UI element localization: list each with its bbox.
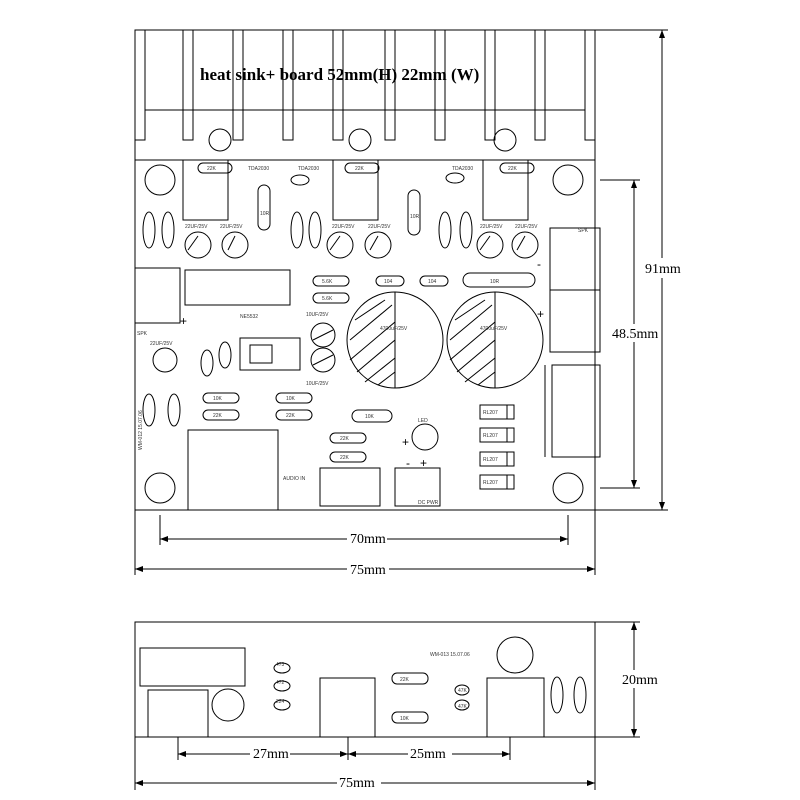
svg-text:-: -: [406, 456, 410, 470]
dim-75-bg: [347, 561, 389, 577]
component-labels: TDA2030 TDA2030 TDA2030 22K 22K 22K 22UF…: [137, 166, 589, 506]
dim-side-75-bg: [337, 774, 381, 790]
dim-48-bg: [611, 324, 659, 342]
res-10r-label-2: 10R: [410, 214, 420, 220]
res-22k-label-6: 22K: [340, 436, 350, 442]
dim-side-height: 20mm: [622, 673, 658, 688]
dimension-arrows-side: [135, 622, 637, 786]
dim-side-seg1: 27mm: [253, 747, 289, 762]
side-res-label-2: 10K: [400, 716, 410, 722]
capacitor-hatching: [187, 235, 526, 386]
spk-label: SPK: [137, 331, 148, 337]
res-10k-label-3: 10K: [365, 414, 375, 420]
side-res-label-4: 47K: [458, 704, 468, 710]
dim-70-bg: [347, 530, 387, 546]
res-10k-label-2: 10K: [286, 396, 296, 402]
res-22k-label-5: 22K: [286, 413, 296, 419]
heat-sink: [134, 29, 596, 161]
diagram-title: heat sink+ board 52mm(H) 22mm (W): [200, 65, 479, 84]
cap-label-1: 22UF/25V: [185, 224, 208, 230]
side-res-label-3: 47K: [458, 688, 468, 694]
res-label-2: 22K: [355, 166, 365, 172]
pcb-top: [134, 159, 601, 511]
big-cap-label-1: 4700uF/25V: [380, 326, 408, 332]
res-10k-label-1: 10K: [213, 396, 223, 402]
pcb-side: [134, 621, 596, 738]
svg-text:-: -: [537, 257, 541, 271]
cap-label-2: 22UF/25V: [220, 224, 243, 230]
dim-side-total: 75mm: [339, 776, 375, 791]
dim-20-bg: [620, 670, 662, 688]
cap-104-label-2: 104: [428, 279, 437, 285]
diode-label-4: RL207: [483, 480, 498, 486]
ic-label-3: TDA2030: [452, 166, 473, 172]
dim-25-bg: [408, 745, 452, 761]
diode-label-3: RL207: [483, 457, 498, 463]
res-label-1: 22K: [207, 166, 217, 172]
model-top-label: WM-012 15.07.06: [138, 410, 144, 450]
side-cap-label-3: 224: [276, 699, 285, 705]
dim-height-inner: 48.5mm: [612, 327, 658, 342]
svg-text:+: +: [537, 307, 544, 321]
ic-label-1: TDA2030: [248, 166, 269, 172]
side-cap-label-2: 472: [276, 680, 285, 686]
side-res-label-1: 22K: [400, 677, 410, 683]
cap-10uf-label: 10UF/25V: [306, 312, 329, 318]
spk-label-2: SPK: [578, 228, 589, 234]
ic-label-2: TDA2030: [298, 166, 319, 172]
dim-width-total: 75mm: [350, 563, 386, 578]
dc-pwr-label: DC PWR: [418, 500, 439, 506]
svg-text:+: +: [402, 435, 409, 449]
dim-91-bg: [642, 258, 686, 278]
model-side-label: WM-013 15.07.06: [430, 652, 470, 658]
cap-label-5: 22UF/25V: [480, 224, 503, 230]
svg-text:+: +: [420, 456, 427, 470]
diode-label-1: RL207: [483, 410, 498, 416]
res-22k-label-4: 22K: [213, 413, 223, 419]
res-56k-label-2: 5.6K: [322, 296, 333, 302]
dim-side-seg2: 25mm: [410, 747, 446, 762]
dimension-lines-side: [134, 621, 640, 790]
svg-text:+: +: [180, 314, 187, 328]
dimension-lines-top: [134, 29, 668, 575]
big-cap-label-2: 4700uF/25V: [480, 326, 508, 332]
cap-10uf-label-2: 10UF/25V: [306, 381, 329, 387]
dim-width-inner: 70mm: [350, 532, 386, 547]
res-10r-label-3: 10R: [490, 279, 500, 285]
led-label: LED: [418, 418, 428, 424]
cap-22uf-label-7: 22UF/25V: [150, 341, 173, 347]
dim-27-bg: [250, 745, 290, 761]
side-cap-label-1: 473: [276, 662, 285, 668]
cap-104-label: 104: [384, 279, 393, 285]
polarity-marks: + + - + - +: [180, 257, 544, 470]
cap-label-6: 22UF/25V: [515, 224, 538, 230]
res-label-3: 22K: [508, 166, 518, 172]
dimension-arrows-top: [135, 30, 665, 572]
res-22k-label-7: 22K: [340, 455, 350, 461]
ne5532-label: NE5532: [240, 314, 258, 320]
diode-label-2: RL207: [483, 433, 498, 439]
dim-height-total: 91mm: [645, 262, 681, 277]
cap-label-3: 22UF/25V: [332, 224, 355, 230]
audio-in-label: AUDIO IN: [283, 476, 306, 482]
cap-label-4: 22UF/25V: [368, 224, 391, 230]
res-10r-label: 10R: [260, 211, 270, 217]
res-56k-label-1: 5.6K: [322, 279, 333, 285]
